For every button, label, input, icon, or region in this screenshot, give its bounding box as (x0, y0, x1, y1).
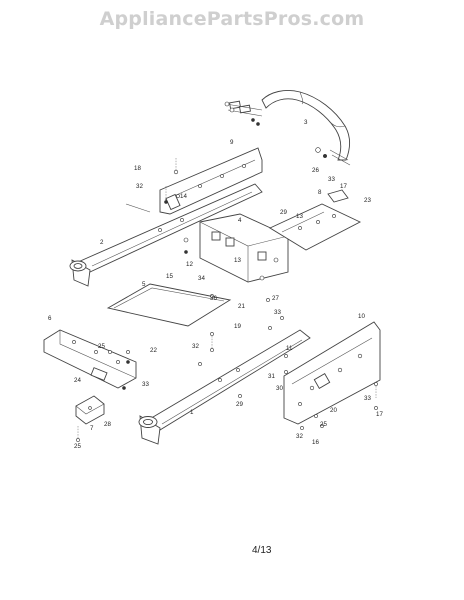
callout-15: 15 (166, 273, 173, 280)
callout-24: 24 (74, 377, 81, 384)
callout-25c: 25 (320, 421, 327, 428)
left-frame-rail-part (69, 183, 263, 287)
handle-bar-part (225, 89, 351, 161)
callout-10: 10 (358, 313, 365, 320)
callout-27: 27 (272, 295, 279, 302)
callout-4: 4 (238, 217, 242, 224)
callout-9: 9 (230, 139, 234, 146)
callout-12: 12 (186, 261, 193, 268)
left-front-bracket-part (43, 329, 137, 389)
callout-28: 28 (104, 421, 111, 428)
callout-17b: 17 (376, 411, 383, 418)
callout-21: 21 (238, 303, 245, 310)
right-side-plate-part (283, 321, 381, 425)
callout-8: 8 (318, 189, 322, 196)
callout-labels: 3 9 18 32 14 26 33 17 8 23 29 13 4 2 12 … (48, 119, 383, 450)
callout-5: 5 (142, 281, 146, 288)
callout-33b: 33 (274, 309, 281, 316)
callout-17: 17 (340, 183, 347, 190)
callout-18: 18 (134, 165, 141, 172)
callout-23: 23 (364, 197, 371, 204)
callout-7: 7 (90, 425, 94, 432)
handle-hardware (224, 101, 351, 166)
callout-6: 6 (48, 315, 52, 322)
watermark: AppliancePartsPros.com (99, 8, 365, 30)
callout-31: 31 (268, 373, 275, 380)
callout-11: 11 (286, 345, 293, 352)
callout-34: 34 (198, 275, 205, 282)
callout-25a: 25 (98, 343, 105, 350)
callout-32b: 32 (192, 343, 199, 350)
callout-20: 20 (330, 407, 337, 414)
right-frame-rail-part (138, 329, 311, 445)
hardware-fasteners (76, 158, 378, 442)
callout-19: 19 (234, 323, 241, 330)
callout-2: 2 (100, 239, 104, 246)
floor-mat-part (106, 283, 232, 327)
callout-29b: 29 (236, 401, 243, 408)
callout-33d: 33 (364, 395, 371, 402)
callout-13b: 13 (234, 257, 241, 264)
upper-side-plate-part (159, 147, 263, 215)
callout-29: 29 (280, 209, 287, 216)
callout-33c: 33 (142, 381, 149, 388)
callout-30: 30 (276, 385, 283, 392)
callout-14: 14 (180, 193, 187, 200)
callout-36: 36 (210, 295, 217, 302)
center-bracket-part (199, 213, 289, 283)
callout-25b: 25 (74, 443, 81, 450)
page-number: 4/13 (252, 545, 272, 556)
callout-32c: 32 (296, 433, 303, 440)
callout-3: 3 (304, 119, 308, 126)
callout-16: 16 (312, 439, 319, 446)
callout-32: 32 (136, 183, 143, 190)
small-bracket-part (75, 395, 105, 425)
callout-1: 1 (190, 409, 194, 416)
right-plate-part (269, 189, 362, 251)
callout-33: 33 (328, 176, 335, 183)
callout-22: 22 (150, 347, 157, 354)
callout-26: 26 (312, 167, 319, 174)
callout-13: 13 (296, 213, 303, 220)
